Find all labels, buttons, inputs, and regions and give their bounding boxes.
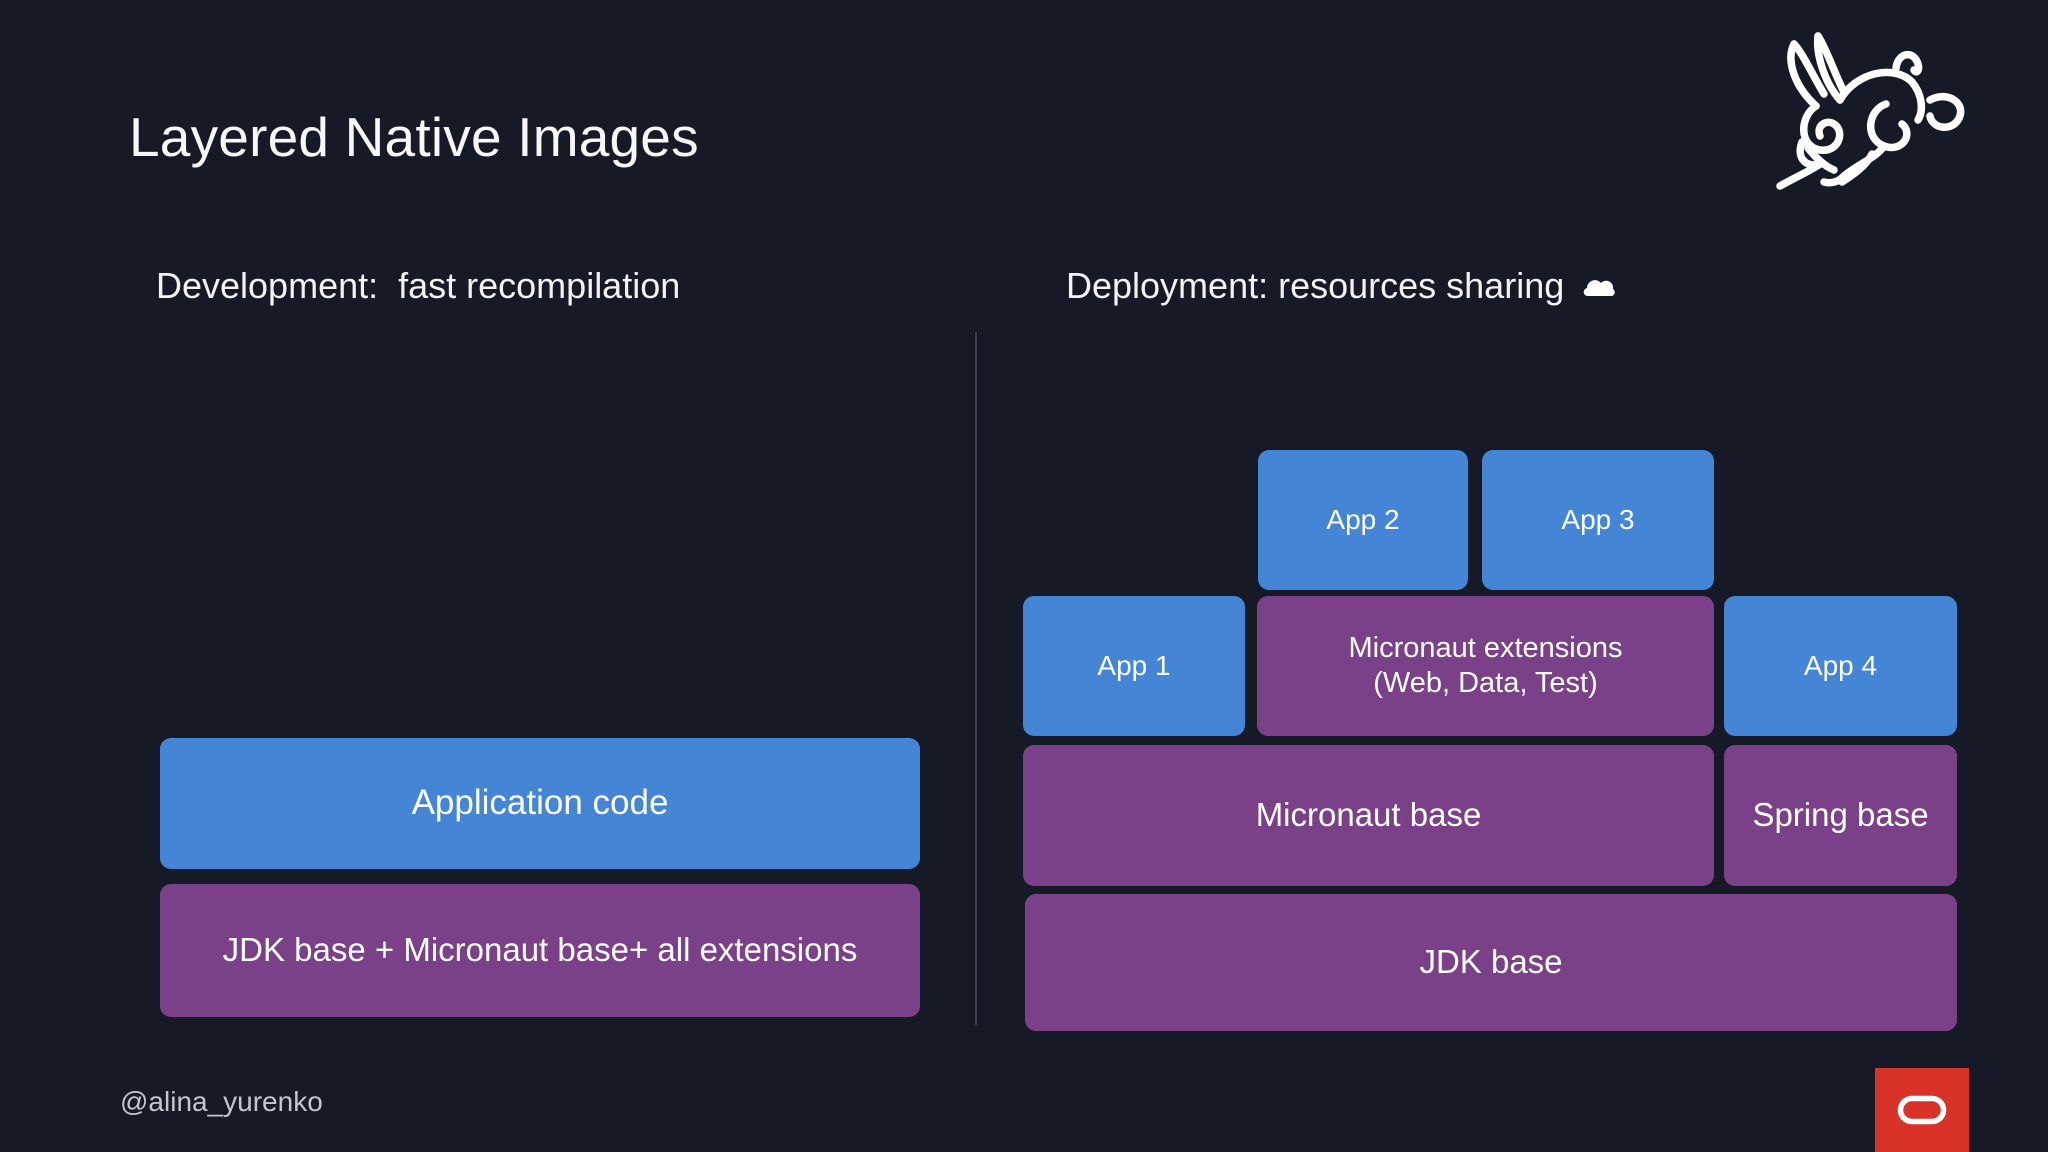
right-layer-micronaut-extensions: Micronaut extensions (Web, Data, Test) bbox=[1257, 596, 1714, 736]
right-layer-spring-base: Spring base bbox=[1724, 745, 1957, 886]
right-layer-app-2: App 2 bbox=[1258, 450, 1468, 590]
left-layer-jdk-base-all-extensions: JDK base + Micronaut base+ all extension… bbox=[160, 884, 920, 1017]
right-column-header: Deployment: resources sharing bbox=[1066, 265, 1616, 307]
oracle-logo-icon bbox=[1875, 1068, 1969, 1152]
author-handle: @alina_yurenko bbox=[120, 1086, 323, 1117]
column-divider bbox=[975, 332, 977, 1025]
right-layer-app-3: App 3 bbox=[1482, 450, 1714, 590]
right-column-header-text: Deployment: resources sharing bbox=[1066, 265, 1565, 306]
left-layer-application-code: Application code bbox=[160, 738, 920, 869]
page-title: Layered Native Images bbox=[129, 106, 699, 168]
right-layer-micronaut-base: Micronaut base bbox=[1023, 745, 1714, 886]
right-layer-jdk-base: JDK base bbox=[1025, 894, 1957, 1031]
cloud-icon bbox=[1582, 275, 1616, 297]
left-column-header: Development: fast recompilation bbox=[156, 265, 681, 306]
right-layer-app-1: App 1 bbox=[1023, 596, 1245, 736]
right-layer-app-4: App 4 bbox=[1724, 596, 1957, 736]
graalvm-rabbit-logo-icon bbox=[1772, 24, 1987, 194]
